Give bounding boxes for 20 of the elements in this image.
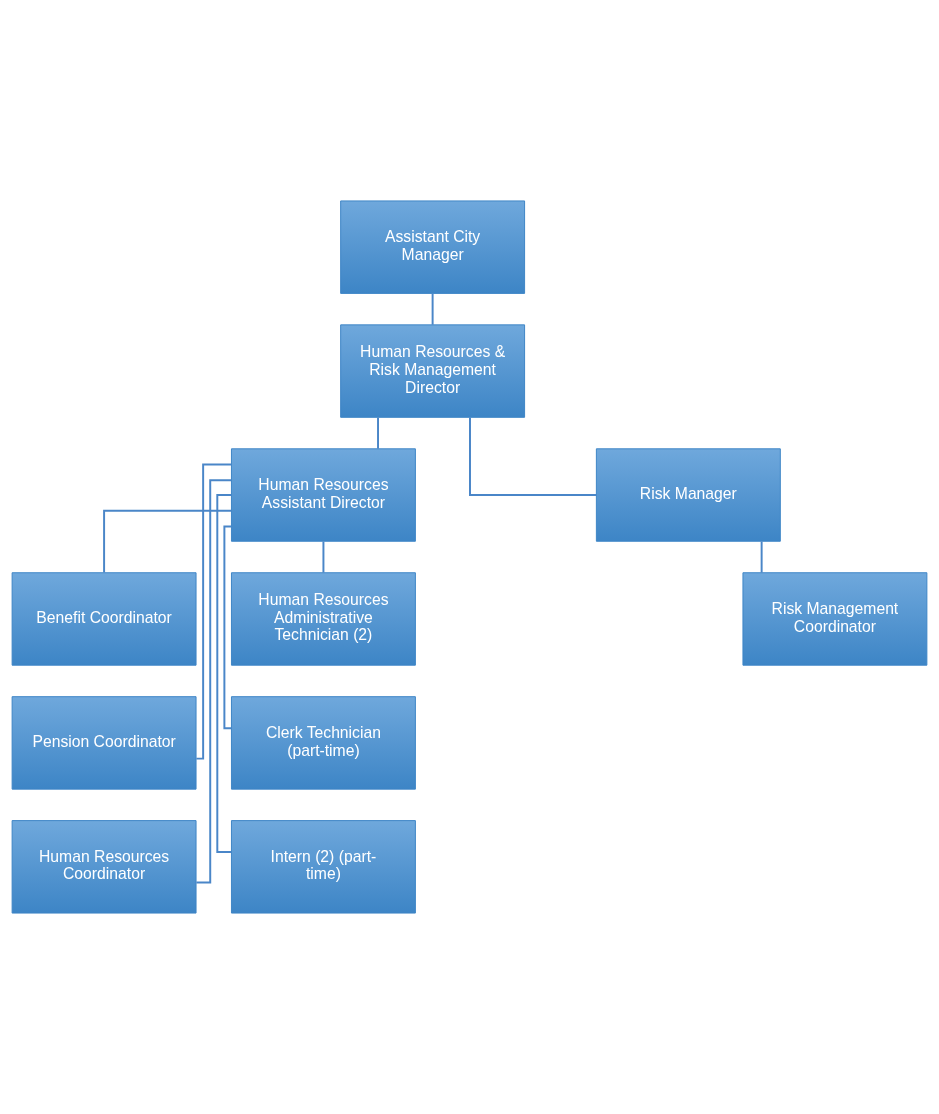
connector xyxy=(195,463,233,760)
node-box: Risk Management Coordinator xyxy=(742,572,928,666)
node-box: Intern (2) (part-time) xyxy=(231,820,416,914)
connector xyxy=(322,540,325,574)
node-box: Risk Manager xyxy=(595,448,781,542)
node-box: Assistant City Manager xyxy=(340,200,526,294)
connector xyxy=(431,292,434,326)
connector xyxy=(103,509,233,574)
node-box: Pension Coordinator xyxy=(11,696,197,790)
connector xyxy=(377,416,379,450)
node-box: Human Resources Assistant Director xyxy=(231,448,416,542)
node-box: Clerk Technician (part-time) xyxy=(231,696,416,790)
node-box: Human Resources Administrative Technician (2) xyxy=(231,572,416,666)
node-box: Human Resources & Risk Management Director xyxy=(340,324,526,418)
node-box: Human Resources Coordinator xyxy=(11,820,197,914)
node-box: Benefit Coordinator xyxy=(11,572,197,666)
connector xyxy=(216,494,233,854)
connector xyxy=(223,525,233,730)
connector xyxy=(760,540,763,574)
connector xyxy=(469,416,598,496)
